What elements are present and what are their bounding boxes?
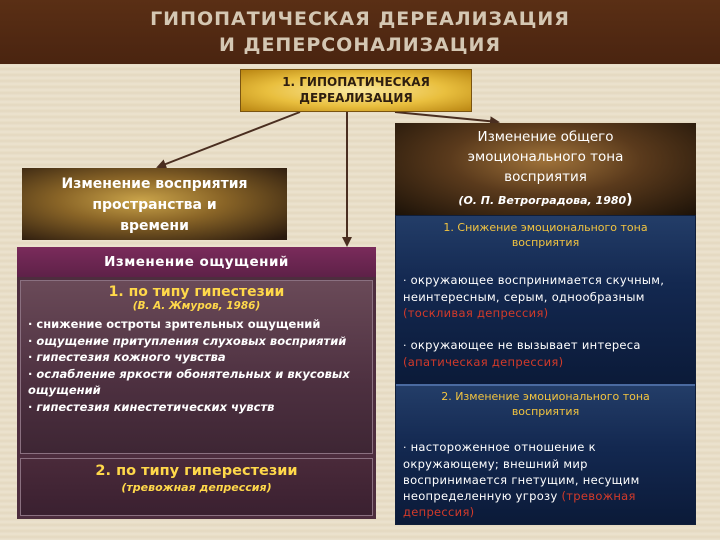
space-time-line-2: пространства и: [92, 197, 217, 213]
space-time-line-3: времени: [120, 218, 189, 234]
hypesthesia-section: 1. по типу гипестезии (В. А. Жмуров, 198…: [20, 280, 373, 454]
hypesthesia-item-1: снижение остроты зрительных ощущений: [28, 316, 368, 333]
header-line-1: ГИПОПАТИЧЕСКАЯ ДЕРЕАЛИЗАЦИЯ: [150, 8, 570, 30]
changed-tone-section: 2. Изменение эмоционального тона восприя…: [396, 384, 695, 524]
changed-tone-title-2: восприятия: [511, 405, 580, 418]
emotional-tone-line-1: Изменение общего: [477, 129, 614, 145]
hypesthesia-item-4: ослабление яркости обонятельных и вкусов…: [28, 366, 368, 399]
emotional-tone-citation: (О. П. Ветроградова, 1980): [395, 190, 696, 211]
apathetic-depression-label: (апатическая депрессия): [403, 355, 564, 369]
changed-tone-text: настороженное отношение к окружающему; в…: [396, 439, 695, 520]
space-time-line-1: Изменение восприятия: [61, 176, 248, 192]
hyperesthesia-title: 2. по типу гиперестезии: [95, 463, 298, 479]
hypesthesia-title: 1. по типу гипестезии: [108, 284, 285, 300]
page-header: ГИПОПАТИЧЕСКАЯ ДЕРЕАЛИЗАЦИЯ И ДЕПЕРСОНАЛ…: [0, 0, 720, 64]
arrow-to-right: [394, 111, 500, 127]
space-time-node: Изменение восприятия пространства и врем…: [22, 168, 287, 240]
hypesthesia-item-5: гипестезия кинестетических чувств: [28, 399, 368, 416]
root-line-2: ДЕРЕАЛИЗАЦИЯ: [299, 91, 413, 105]
hypesthesia-list: снижение остроты зрительных ощущений ощу…: [21, 316, 372, 415]
root-node: 1. ГИПОПАТИЧЕСКАЯ ДЕРЕАЛИЗАЦИЯ: [240, 69, 472, 112]
emotional-tone-node: Изменение общего эмоционального тона вос…: [395, 123, 696, 215]
melancholic-depression-label: (тоскливая депрессия): [403, 306, 549, 320]
hypesthesia-item-2: ощущение притупления слуховых восприятий: [28, 333, 368, 350]
anxious-depression-label: (тревожная депрессия): [403, 489, 636, 519]
lowered-tone-text-2: окружающее не вызывает интереса (апатиче…: [396, 337, 695, 370]
emotional-tone-cite: (О. П. Ветроградова, 1980: [458, 194, 627, 207]
emotional-tone-line-2: эмоционального тона: [467, 149, 624, 165]
emotional-tone-line-3: восприятия: [504, 169, 587, 185]
header-line-2: И ДЕПЕРСОНАЛИЗАЦИЯ: [219, 34, 501, 56]
changed-tone-title-1: 2. Изменение эмоционального тона: [441, 390, 650, 403]
hyperesthesia-cite: (тревожная депрессия): [121, 481, 272, 494]
lowered-tone-section: 1. Снижение эмоционального тона восприят…: [396, 216, 695, 386]
root-line-1: 1. ГИПОПАТИЧЕСКАЯ: [282, 75, 430, 89]
lowered-tone-text-1: окружающее воспринимается скучным, неинт…: [396, 272, 695, 321]
arrow-to-left: [156, 111, 301, 169]
lowered-tone-title-1: 1. Снижение эмоционального тона: [443, 221, 648, 234]
hypesthesia-item-3: гипестезия кожного чувства: [28, 349, 368, 366]
sensations-title: Изменение ощущений: [17, 247, 376, 277]
emotional-tone-cite-close: ): [626, 192, 633, 208]
hyperesthesia-section: 2. по типу гиперестезии (тревожная депре…: [20, 458, 373, 516]
hypesthesia-cite: (В. А. Жмуров, 1986): [132, 300, 261, 312]
lowered-tone-title-2: восприятия: [511, 236, 580, 249]
